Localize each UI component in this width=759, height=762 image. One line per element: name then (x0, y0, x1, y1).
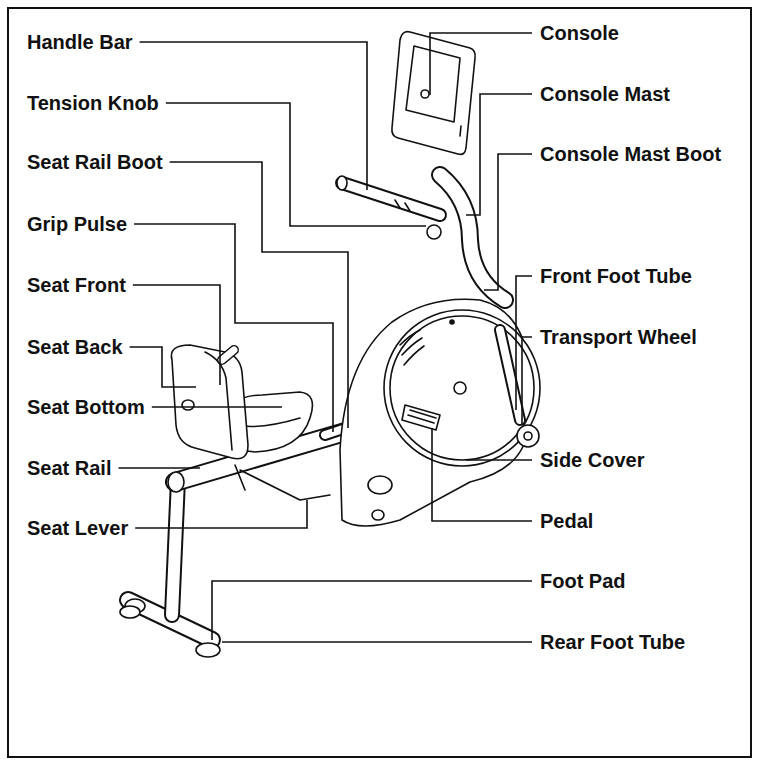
part-label: Seat Bottom (27, 395, 145, 419)
part-label: Transport Wheel (540, 325, 697, 349)
leader-line (430, 33, 532, 95)
part-label: Foot Pad (540, 569, 626, 593)
leader-line (170, 162, 348, 428)
frame-border (8, 8, 751, 757)
part-label: Console Mast Boot (540, 142, 721, 166)
part-label: Console (540, 21, 619, 45)
part-label: Grip Pulse (27, 212, 127, 236)
leader-line (522, 337, 532, 424)
leader-line (130, 347, 196, 387)
handle-bar (342, 183, 440, 215)
console-mast (440, 175, 505, 300)
leader-line (140, 42, 367, 190)
part-label: Console Mast (540, 82, 670, 106)
leader-line (135, 500, 307, 528)
part-label: Pedal (540, 509, 593, 533)
leader-line (133, 285, 220, 385)
part-label: Seat Rail Boot (27, 150, 163, 174)
leader-line (212, 581, 532, 640)
part-label: Front Foot Tube (540, 264, 692, 288)
part-label: Rear Foot Tube (540, 630, 685, 654)
part-label: Handle Bar (27, 30, 133, 54)
pedal (402, 405, 440, 430)
leader-line (432, 428, 532, 521)
seat-back (171, 345, 248, 459)
part-label: Seat Back (27, 335, 123, 359)
leader-line (166, 103, 426, 226)
part-label: Seat Lever (27, 516, 128, 540)
leader-line (516, 276, 532, 410)
part-label: Tension Knob (27, 91, 159, 115)
part-label: Seat Rail (27, 456, 111, 480)
leader-line (222, 641, 532, 643)
leader-line (466, 459, 532, 461)
transport-wheel (517, 425, 539, 447)
leader-line (484, 154, 532, 290)
tension-knob (427, 225, 441, 239)
leader-line (152, 406, 282, 408)
part-label: Seat Front (27, 273, 126, 297)
console (392, 32, 475, 155)
leader-line (118, 467, 200, 469)
leader-line (134, 224, 333, 432)
foot-pad (196, 643, 220, 657)
part-label: Side Cover (540, 448, 644, 472)
